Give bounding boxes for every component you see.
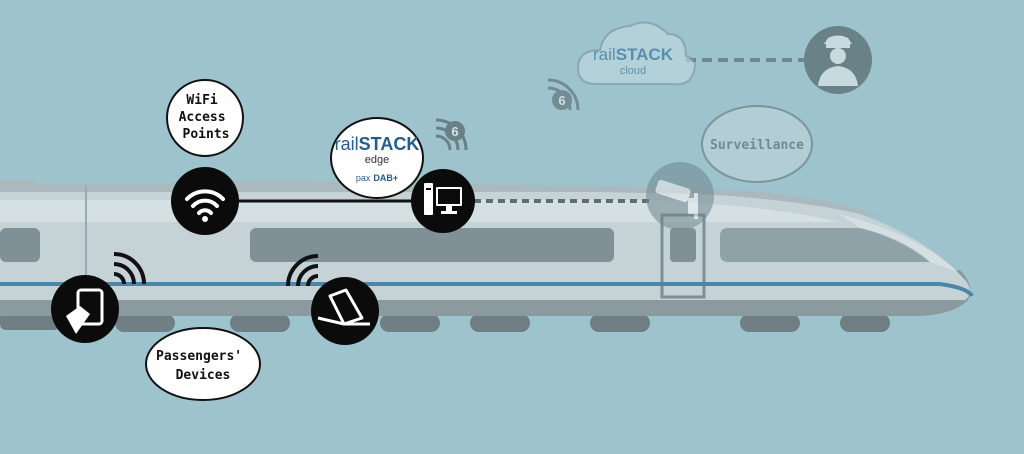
label-surveillance: Surveillance bbox=[701, 105, 813, 183]
train-stripe bbox=[0, 282, 974, 298]
train-bogies bbox=[0, 312, 890, 332]
cloud-brand-prefix: rail bbox=[593, 45, 616, 64]
phone-node bbox=[51, 275, 119, 343]
wifi6-number-cloud: 6 bbox=[558, 93, 565, 108]
label-wifi-line-2: Access bbox=[179, 110, 226, 125]
label-passengers-line-2: Devices bbox=[176, 368, 231, 383]
security-camera-icon bbox=[655, 179, 698, 219]
hand-holding-phone-icon bbox=[66, 288, 104, 334]
label-wifi-line-1: WiFi bbox=[186, 93, 217, 108]
signal-waves-icon bbox=[547, 78, 580, 111]
train-door-window bbox=[670, 228, 696, 262]
train-cab-window bbox=[720, 228, 930, 262]
railstack-cloud: railSTACK cloud bbox=[576, 21, 696, 86]
label-passengers-devices: Passengers' Devices bbox=[145, 327, 261, 401]
signal-waves-icon bbox=[286, 254, 319, 287]
train-window-band bbox=[250, 228, 614, 262]
cloud-shape bbox=[576, 21, 696, 86]
cloud-brand-main: STACK bbox=[616, 45, 674, 64]
wifi6-badge-cloud: 6 bbox=[547, 78, 580, 111]
svg-text:railSTACK: railSTACK bbox=[335, 134, 420, 154]
laptop-node bbox=[311, 277, 379, 345]
cloud-subtitle: cloud bbox=[620, 65, 646, 77]
label-wifi-access-points: WiFi Access Points bbox=[166, 79, 244, 157]
label-wifi-line-3: Points bbox=[183, 127, 230, 142]
operator-node bbox=[804, 26, 872, 94]
wifi-access-point-node bbox=[171, 167, 239, 235]
wifi6-badge-edge: 6 bbox=[435, 118, 468, 151]
laptop-icon bbox=[317, 288, 370, 326]
desktop-computer-icon bbox=[424, 183, 462, 215]
edge-subtitle: edge bbox=[365, 154, 389, 166]
wifi6-number-edge: 6 bbox=[451, 124, 458, 139]
edge-brand-main: STACK bbox=[359, 134, 420, 154]
train-conductor-icon bbox=[818, 35, 858, 86]
svg-text:Passengers' Devices: Passengers' Devices bbox=[156, 349, 250, 383]
label-passengers-line-1: Passengers' bbox=[156, 349, 242, 364]
svg-text:WiFi Access Points: WiFi Access Points bbox=[179, 93, 234, 142]
signal-waves-icon bbox=[113, 252, 146, 285]
wifi-icon bbox=[185, 189, 225, 215]
train-nose bbox=[840, 214, 958, 272]
label-surveillance-text: Surveillance bbox=[710, 138, 804, 153]
edge-partner-main: DAB+ bbox=[373, 173, 398, 183]
surveillance-camera-node bbox=[646, 162, 714, 230]
edge-partner-prefix: pax bbox=[356, 173, 371, 183]
edge-brand-prefix: rail bbox=[335, 134, 359, 154]
svg-text:railSTACK: railSTACK bbox=[593, 45, 674, 64]
train-window-front-car bbox=[0, 228, 40, 262]
edge-server-node bbox=[411, 169, 475, 233]
